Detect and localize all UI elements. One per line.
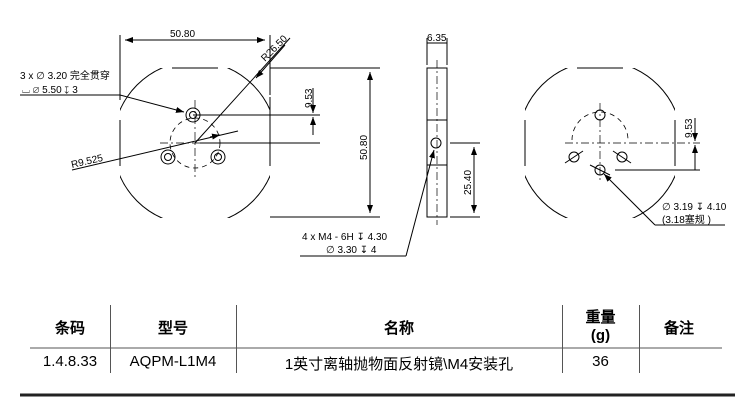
front-width-dim: 50.80 bbox=[170, 29, 195, 40]
side-view bbox=[300, 38, 480, 257]
header-name: 名称 bbox=[383, 320, 414, 337]
front-height-dim: 50.80 bbox=[359, 135, 370, 160]
front-hole-note-1: 3 x ∅ 3.20 完全贯穿 bbox=[20, 69, 110, 82]
front-radius-dim: R26.50 bbox=[259, 33, 290, 64]
header-model: 型号 bbox=[157, 320, 188, 337]
side-thickness-dim: 6.35 bbox=[427, 33, 447, 44]
thread-note-2: ∅ 3.30 ↧ 4 bbox=[326, 245, 377, 256]
header-remarks: 备注 bbox=[663, 320, 694, 337]
cell-model: AQPM-L1M4 bbox=[129, 353, 217, 370]
thread-note-1: 4 x M4 - 6H ↧ 4.30 bbox=[302, 232, 388, 243]
cell-weight: 36 bbox=[592, 353, 609, 370]
header-barcode: 条码 bbox=[54, 320, 85, 337]
back-hole-note-2: (3.18塞规 ) bbox=[662, 213, 711, 226]
back-offset-dim: 9.53 bbox=[684, 118, 695, 138]
pcd-radius-dim: R9.525 bbox=[70, 153, 104, 171]
header-weight: 重量 bbox=[585, 309, 616, 326]
back-hole-note-1: ∅ 3.19 ↧ 4.10 bbox=[662, 202, 727, 213]
cell-name: 1英寸离轴抛物面反射镜\M4安装孔 bbox=[284, 356, 514, 373]
cell-barcode: 1.4.8.33 bbox=[42, 353, 98, 370]
front-hole-note-2: ⌴ ∅ 5.50 ↧ 3 bbox=[22, 85, 78, 96]
front-view bbox=[20, 35, 380, 218]
back-view bbox=[524, 67, 725, 226]
front-offset-dim: 9.53 bbox=[304, 88, 315, 108]
header-weight-unit: (g) bbox=[590, 327, 611, 344]
side-hole-height-dim: 25.40 bbox=[463, 170, 474, 195]
